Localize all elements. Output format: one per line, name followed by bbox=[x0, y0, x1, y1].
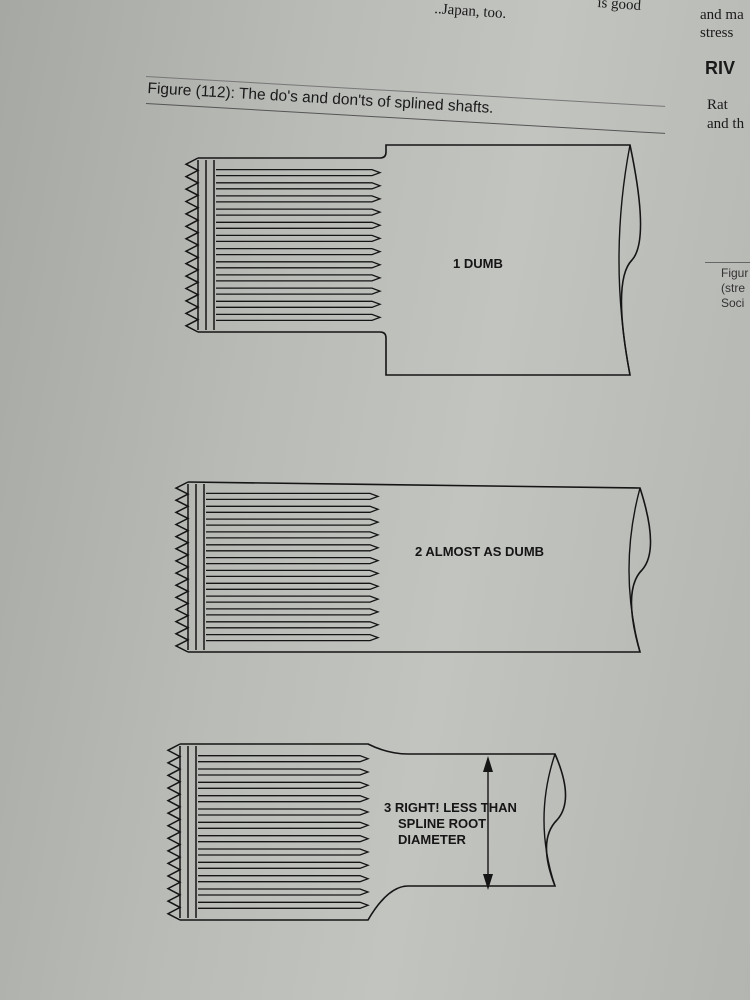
spline-groove bbox=[198, 768, 370, 776]
spline-groove bbox=[206, 595, 380, 603]
shaft-outline bbox=[198, 144, 642, 376]
shaft-3 bbox=[166, 743, 567, 921]
shaft-2 bbox=[174, 481, 652, 653]
spline-groove bbox=[216, 300, 382, 308]
shaft-1 bbox=[184, 144, 642, 376]
spline-groove bbox=[206, 608, 380, 616]
shaft-break-line bbox=[618, 144, 631, 376]
spline-groove bbox=[216, 287, 382, 295]
shaft-outline bbox=[187, 481, 652, 653]
side-caption-rule bbox=[705, 262, 750, 263]
side-caption-line: (stre bbox=[721, 281, 745, 295]
shaft-end-teeth bbox=[166, 743, 182, 921]
spline-groove bbox=[198, 901, 370, 909]
right-section-heading: RIV bbox=[705, 58, 736, 78]
spline-groove bbox=[198, 861, 370, 869]
spline-groove bbox=[206, 556, 380, 565]
spline-groove bbox=[198, 781, 370, 789]
spline-groove bbox=[198, 755, 370, 763]
spline-groove bbox=[206, 531, 380, 539]
spline-groove bbox=[216, 234, 382, 243]
shaft-outline bbox=[180, 743, 567, 921]
side-caption-line: Soci bbox=[721, 296, 745, 310]
shaft-break-line bbox=[543, 753, 556, 887]
shaft-1-label-line: 1 DUMB bbox=[453, 256, 503, 271]
shaft-2-label-line: 2 ALMOST AS DUMB bbox=[415, 544, 544, 559]
spline-groove bbox=[216, 221, 382, 229]
spline-groove bbox=[206, 492, 380, 501]
spline-groove bbox=[216, 195, 382, 203]
spline-groove bbox=[216, 274, 382, 282]
spline-groove bbox=[198, 821, 370, 829]
right-paragraph-line: Rat bbox=[707, 97, 728, 113]
shaft-3-label-line: SPLINE ROOT bbox=[398, 816, 486, 831]
spline-groove bbox=[216, 168, 382, 177]
spline-groove bbox=[206, 621, 380, 629]
spline-groove bbox=[198, 888, 370, 896]
side-figure-caption: Figur (stre Soci bbox=[721, 266, 748, 311]
spline-groove bbox=[216, 313, 382, 322]
shaft-3-label-line: DIAMETER bbox=[398, 832, 467, 847]
side-caption-line: Figur bbox=[721, 266, 749, 280]
right-column-line: and ma bbox=[700, 7, 744, 23]
spline-groove bbox=[198, 835, 370, 843]
shaft-end-teeth bbox=[174, 481, 190, 653]
spline-groove bbox=[198, 808, 370, 816]
spline-groove bbox=[216, 208, 382, 216]
spline-groove bbox=[216, 261, 382, 269]
shafts-drawing bbox=[166, 144, 652, 921]
shaft-break-line bbox=[628, 487, 641, 653]
dimension-arrow bbox=[483, 756, 493, 890]
right-column-text: and ma stress bbox=[700, 6, 744, 42]
spline-groove bbox=[206, 518, 380, 526]
spline-groove bbox=[216, 182, 382, 190]
right-column-paragraph: Rat and th bbox=[707, 96, 744, 134]
spline-groove bbox=[206, 544, 380, 552]
spline-groove bbox=[206, 582, 380, 590]
spline-groove bbox=[216, 247, 382, 256]
spline-groove bbox=[198, 795, 370, 803]
right-paragraph-line: and th bbox=[707, 116, 745, 132]
shaft-end-teeth bbox=[184, 157, 200, 333]
spline-groove bbox=[198, 848, 370, 856]
right-column-line: stress bbox=[700, 25, 734, 41]
spline-groove bbox=[206, 633, 380, 642]
spline-groove bbox=[198, 875, 370, 883]
shaft-3-label-line: 3 RIGHT! LESS THAN bbox=[384, 800, 517, 815]
spline-groove bbox=[206, 505, 380, 513]
spline-groove bbox=[206, 569, 380, 578]
